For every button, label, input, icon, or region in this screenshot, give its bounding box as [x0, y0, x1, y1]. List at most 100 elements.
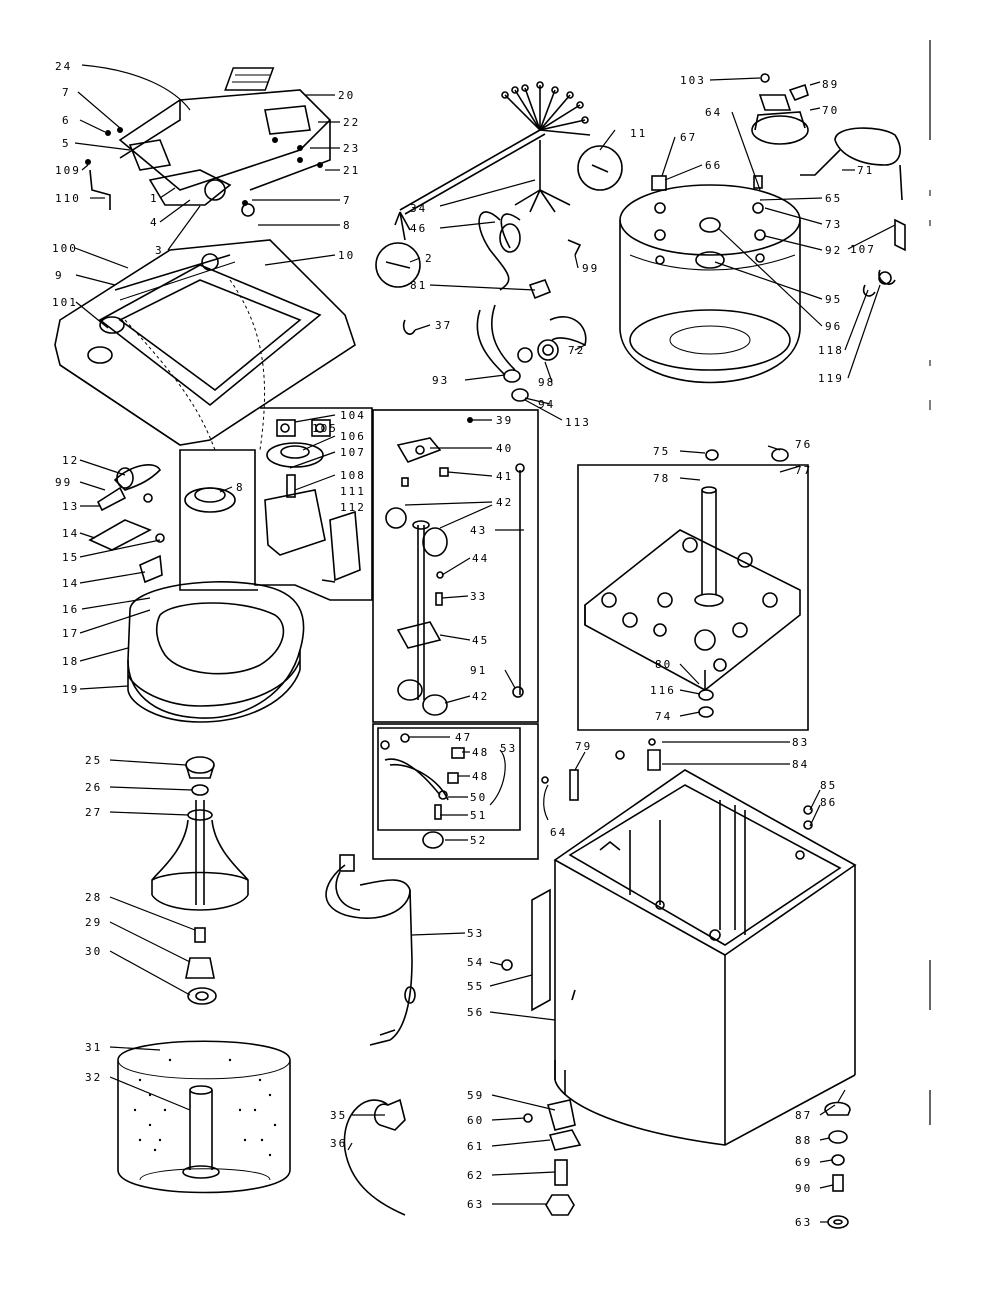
label-95: 95	[825, 293, 842, 306]
label-32: 32	[85, 1071, 102, 1084]
label-17: 17	[62, 627, 79, 640]
label-80: 80	[655, 658, 672, 671]
label-107-b: 107	[340, 446, 366, 459]
label-29: 29	[85, 916, 102, 929]
label-84: 84	[792, 758, 809, 771]
label-53-b: 53	[467, 927, 484, 940]
label-50: 50	[470, 791, 487, 804]
label-96: 96	[825, 320, 842, 333]
label-30: 30	[85, 945, 102, 958]
label-3: 3	[155, 244, 164, 257]
label-25: 25	[85, 754, 102, 767]
label-8-b: 8	[236, 481, 245, 494]
label-7b: 7	[343, 194, 352, 207]
label-76: 76	[795, 438, 812, 451]
label-39: 39	[496, 414, 513, 427]
label-72: 72	[568, 344, 585, 357]
inset-box-base	[577, 448, 809, 731]
label-75: 75	[653, 445, 670, 458]
label-2: 2	[425, 252, 434, 265]
label-83: 83	[792, 736, 809, 749]
label-79: 79	[575, 740, 592, 753]
label-16: 16	[62, 603, 79, 616]
label-77: 77	[795, 464, 812, 477]
label-62: 62	[467, 1169, 484, 1182]
label-19: 19	[62, 683, 79, 696]
pressure-switch	[751, 73, 906, 297]
labels-suspension: 39 40 41 42 43 44 33 45 91 42	[470, 414, 513, 703]
label-48-b: 48	[472, 770, 489, 783]
label-93: 93	[432, 374, 449, 387]
agitator-basket	[117, 756, 291, 1194]
label-67: 67	[680, 131, 697, 144]
label-27: 27	[85, 806, 102, 819]
label-59: 59	[467, 1089, 484, 1102]
leaders-lid-switch	[408, 736, 506, 841]
label-5: 5	[62, 137, 71, 150]
label-94: 94	[538, 398, 555, 411]
label-22: 22	[343, 116, 360, 129]
power-cord	[325, 854, 416, 1216]
label-87: 87	[795, 1109, 812, 1122]
leaders-base	[679, 445, 801, 717]
leaders-left-middle	[79, 459, 161, 690]
label-40: 40	[496, 442, 513, 455]
label-99: 99	[582, 262, 599, 275]
label-118: 118	[818, 344, 844, 357]
inset-box-valve	[179, 407, 373, 601]
label-88: 88	[795, 1134, 812, 1147]
wire-harness	[375, 81, 623, 288]
label-51: 51	[470, 809, 487, 822]
cabinet	[501, 738, 857, 1146]
inset-box-lid-switch	[372, 723, 539, 860]
label-113: 113	[565, 416, 591, 429]
control-panel-assembly	[85, 67, 332, 217]
label-64-b: 64	[550, 826, 567, 839]
labels-base: 75 76 77 78 80 116 74	[650, 438, 812, 723]
label-103: 103	[680, 74, 706, 87]
leaders-power-cord	[347, 932, 466, 1151]
label-61: 61	[467, 1140, 484, 1153]
labels-left-middle: 12 99 13 14 15 14 16 17 18 19	[55, 454, 79, 696]
label-44: 44	[472, 552, 489, 565]
label-55: 55	[467, 980, 484, 993]
label-24: 24	[55, 60, 72, 73]
label-69: 69	[795, 1156, 812, 1169]
label-64: 64	[705, 106, 722, 119]
leaders-top-right	[661, 77, 896, 379]
label-71: 71	[857, 164, 874, 177]
label-21: 21	[343, 164, 360, 177]
label-112: 112	[340, 501, 366, 514]
label-9: 9	[55, 269, 64, 282]
basket-perforations	[133, 1058, 277, 1157]
labels-power-cord: 53 35 36	[330, 927, 484, 1150]
label-20: 20	[338, 89, 355, 102]
label-105: 105	[312, 422, 338, 435]
leveling-legs	[523, 1099, 851, 1229]
outer-tub	[619, 175, 801, 384]
label-78: 78	[653, 472, 670, 485]
labels-lid-switch: 47 48 48 50 51 52 53	[455, 731, 517, 847]
label-10: 10	[338, 249, 355, 262]
top-cover	[54, 239, 356, 451]
label-31: 31	[85, 1041, 102, 1054]
leaders-cabinet	[489, 741, 846, 1223]
label-33: 33	[470, 590, 487, 603]
labels-cabinet: 79 83 84 64 85 86 54 55 56 59 60 61 62 6…	[467, 736, 837, 1229]
inset-box-suspension	[372, 409, 539, 723]
labels-top-right: 103 89 64 70 67 66 71 65 73 92 107 95 96…	[680, 74, 876, 385]
label-54: 54	[467, 956, 484, 969]
label-47: 47	[455, 731, 472, 744]
label-60: 60	[467, 1114, 484, 1127]
label-46: 46	[410, 222, 427, 235]
label-90: 90	[795, 1182, 812, 1195]
label-14-b: 14	[62, 577, 79, 590]
label-100: 100	[52, 242, 78, 255]
label-107: 107	[850, 243, 876, 256]
leaders-top-center	[409, 129, 616, 421]
label-53: 53	[500, 742, 517, 755]
label-85: 85	[820, 779, 837, 792]
label-43: 43	[470, 524, 487, 537]
label-8: 8	[343, 219, 352, 232]
